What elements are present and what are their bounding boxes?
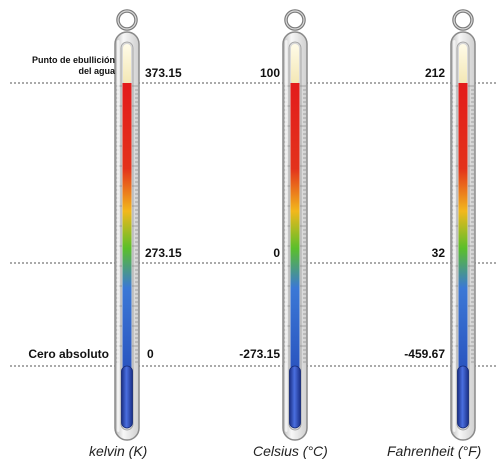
celsius-freezing-value: 0 (273, 246, 280, 260)
absolute-zero-label: Cero absoluto (28, 347, 109, 361)
fahrenheit-freezing-value: 32 (431, 246, 445, 260)
liquid-column (458, 83, 468, 368)
celsius-thermometer (282, 9, 308, 441)
celsius-unit-label: Celsius (°C) (253, 443, 328, 459)
bulb (121, 365, 133, 429)
kelvin-boiling-value: 373.15 (145, 66, 182, 80)
empty-capillary (123, 44, 131, 84)
ring-highlight (117, 10, 137, 30)
bulb (457, 365, 469, 429)
boiling-point-label: Punto de ebullición del agua (4, 55, 115, 77)
empty-capillary (291, 44, 299, 84)
celsius-absolute-zero-value: -273.15 (239, 347, 280, 361)
glass-shine (285, 40, 288, 432)
fahrenheit-thermometer (450, 9, 476, 441)
empty-capillary (459, 44, 467, 84)
celsius-boiling-value: 100 (259, 66, 280, 80)
boiling-point-line1: Punto de ebullición (32, 55, 115, 65)
glass-shine (117, 40, 120, 432)
bulb (289, 365, 301, 429)
boiling-point-line2: del agua (78, 66, 115, 76)
kelvin-absolute-zero-value: 0 (147, 347, 154, 361)
fahrenheit-boiling-value: 212 (424, 66, 445, 80)
ring-highlight (453, 10, 473, 30)
glass-shine (453, 40, 456, 432)
kelvin-thermometer (114, 9, 140, 441)
kelvin-freezing-value: 273.15 (145, 246, 182, 260)
ring-highlight (285, 10, 305, 30)
fahrenheit-unit-label: Fahrenheit (°F) (387, 443, 482, 459)
kelvin-unit-label: kelvin (K) (89, 443, 148, 459)
liquid-column (122, 83, 132, 368)
fahrenheit-absolute-zero-value: -459.67 (404, 347, 445, 361)
liquid-column (290, 83, 300, 368)
